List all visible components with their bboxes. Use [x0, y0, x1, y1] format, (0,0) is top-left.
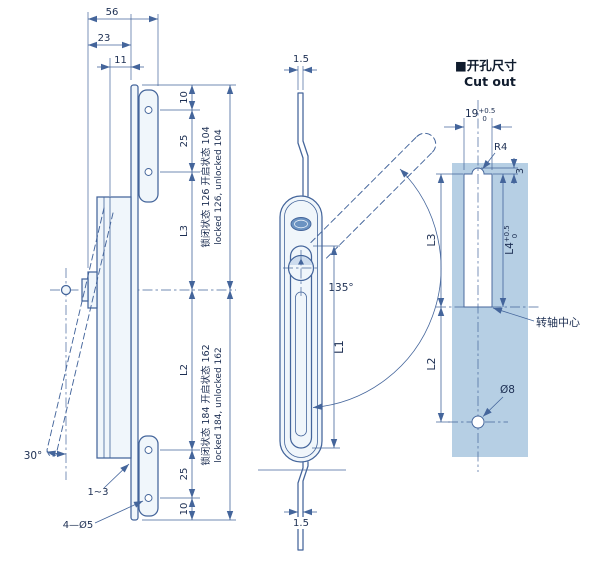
handle-hub-step [81, 278, 89, 302]
dim-10-top: 10 [179, 91, 190, 104]
brand-logo-inner [294, 219, 308, 229]
R4-leader [482, 152, 496, 170]
pivot-axis-label: 转轴中心 [536, 315, 580, 329]
open-handle-phantom [55, 212, 114, 456]
dim-L1: L1 [332, 340, 346, 354]
top-cam-plate [138, 89, 159, 203]
mount-hole [144, 446, 153, 454]
angle-arc-30 [46, 450, 67, 458]
dim-cutout-L2: L2 [425, 357, 438, 370]
dim-3: 3 [515, 168, 526, 174]
cylinder-centerlines [283, 250, 320, 296]
rotated-handle-phantom [310, 136, 418, 243]
bottom-cam-plate [138, 435, 159, 517]
handle-pivot-knob [60, 284, 72, 296]
label-backing [291, 517, 311, 529]
keyway-mark [298, 258, 304, 265]
dim-cutout-L3: L3 [425, 233, 438, 246]
stroke-lower-cn: 锁闭状态 184 开启状态 162 [200, 344, 212, 465]
lock-body-side [96, 196, 132, 459]
handle-hub [87, 271, 98, 309]
dim-L2: L2 [179, 364, 190, 376]
cutout-hole [471, 415, 485, 429]
rod-top [297, 92, 309, 197]
dim-L4-sub: 0 [511, 234, 519, 238]
dia8-leader [482, 396, 504, 417]
front-view: 135° L1 1.5 1.5 [258, 54, 442, 551]
mount-holes-leader [94, 500, 144, 524]
dim-25-top: 25 [179, 135, 190, 148]
dim-10-bottom: 10 [179, 503, 190, 516]
dim-19-sup: +0.5 [478, 107, 495, 115]
dim-L3: L3 [179, 225, 190, 237]
cutout-title-en: Cut out [464, 74, 516, 89]
rod-side-profile [130, 84, 139, 521]
dim-L4-sup: +0.5 [503, 225, 511, 242]
rotated-handle-phantom [326, 151, 433, 259]
angle-135-label: 135° [328, 282, 353, 294]
side-view: 56 23 11 10 25 L3 L2 25 10 锁闭状态 126 开启状态… [24, 7, 236, 531]
rod-bottom [297, 461, 309, 551]
dim-L4: L4+0.50 [503, 225, 519, 255]
brand-logo [290, 217, 312, 231]
mount-hole [144, 168, 153, 176]
dim-19-sub: 0 [482, 115, 486, 123]
panel-thickness-label: 1~3 [87, 487, 108, 498]
pivot-axis-leader [492, 307, 535, 322]
dim-56: 56 [106, 7, 119, 18]
dim-19-base: 19 [465, 108, 478, 120]
lock-body-inner-lines [103, 197, 111, 458]
mount-holes-label: 4—Ø5 [63, 519, 94, 531]
dim-11: 11 [114, 55, 127, 66]
rotation-arc [312, 168, 442, 410]
stroke-lower-en: locked 184, unlocked 162 [214, 347, 224, 462]
angle-30-label: 30° [24, 450, 43, 462]
extension-lines-top [87, 12, 159, 268]
dim-rod-bottom: 1.5 [293, 518, 309, 529]
rod-top-ext [297, 66, 304, 90]
mount-hole [144, 106, 153, 114]
dim-rod-top: 1.5 [293, 54, 309, 65]
stroke-upper-cn: 锁闭状态 126 开启状态 104 [200, 126, 212, 247]
rotated-handle-phantom-cap [416, 132, 437, 153]
mount-hole [144, 494, 153, 502]
stroke-upper-en: locked 126, unlocked 104 [214, 129, 224, 245]
dim-R4: R4 [494, 142, 507, 153]
open-handle-phantom [46, 207, 105, 451]
dim-23: 23 [98, 33, 111, 44]
dim-25-bottom: 25 [179, 468, 190, 481]
dim-dia8: Ø8 [500, 384, 515, 396]
cutout-title-cn: ■开孔尺寸 [455, 58, 517, 73]
panel-thickness-leader [103, 463, 130, 489]
dim-L4-base: L4 [504, 242, 516, 255]
